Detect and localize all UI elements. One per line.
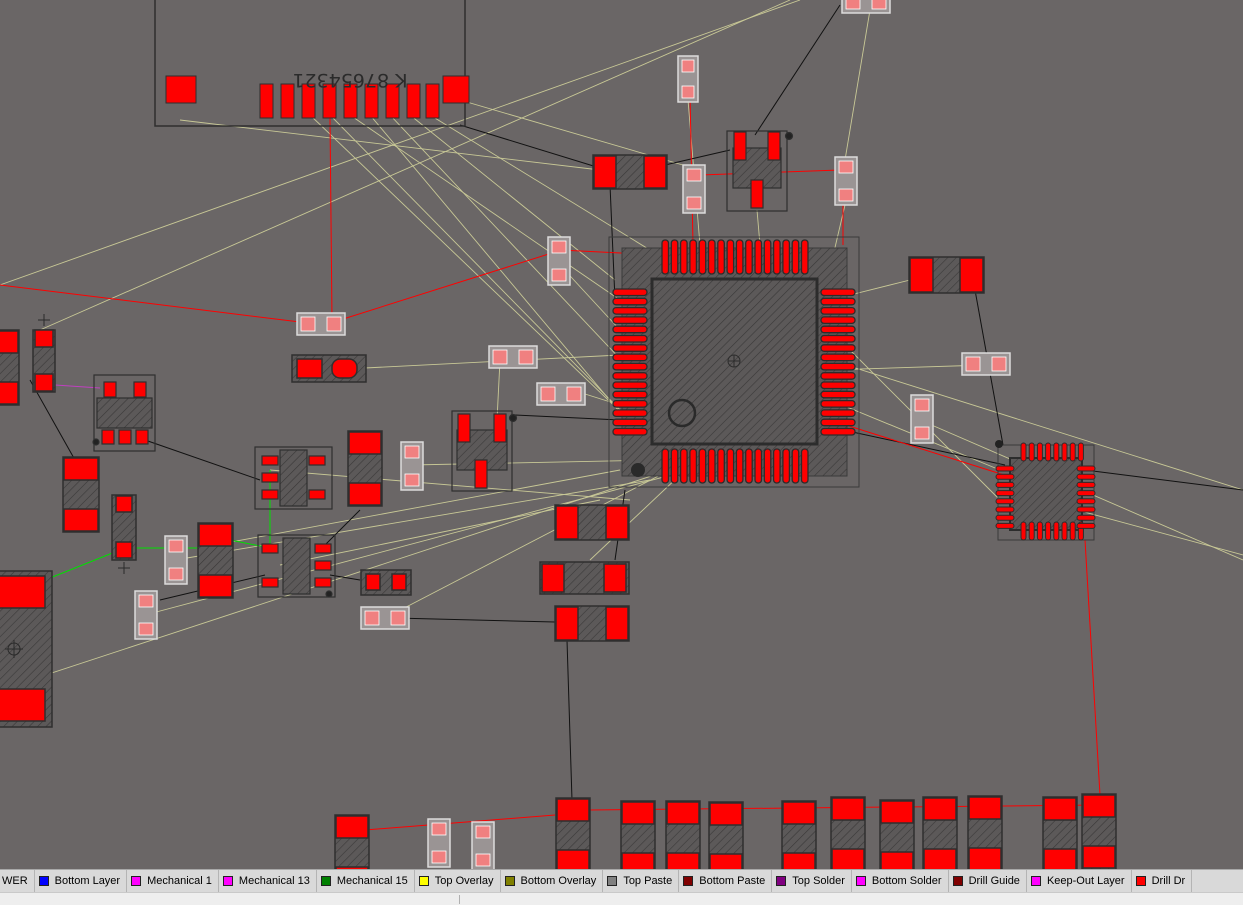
- layer-color-swatch: [776, 876, 787, 886]
- layer-tab-mechanical-13[interactable]: Mechanical 13: [219, 870, 317, 892]
- layer-tab-drill-dr[interactable]: Drill Dr: [1132, 870, 1193, 892]
- layer-tab-bottom-solder[interactable]: Bottom Solder: [852, 870, 949, 892]
- layer-tab-bottom-paste[interactable]: Bottom Paste: [679, 870, 773, 892]
- layer-tab-keep-out-layer[interactable]: Keep-Out Layer: [1027, 870, 1132, 892]
- mcu-qfp-footprint[interactable]: [608, 236, 860, 488]
- layer-tab-label: WER: [2, 875, 28, 887]
- layer-tab-bottom-layer[interactable]: Bottom Layer: [35, 870, 128, 892]
- layer-color-swatch: [1135, 876, 1146, 886]
- layer-tab-label: Mechanical 15: [336, 875, 408, 887]
- layer-color-swatch: [320, 876, 331, 886]
- layer-tab-bottom-overlay[interactable]: Bottom Overlay: [501, 870, 604, 892]
- layer-tab-label: Drill Guide: [968, 875, 1020, 887]
- ratsnest-lines: [0, 0, 1243, 691]
- qfn-footprint[interactable]: [995, 440, 1096, 541]
- layer-tab-mechanical-15[interactable]: Mechanical 15: [317, 870, 415, 892]
- origin-markers: [5, 314, 130, 658]
- layer-tab-drill-guide[interactable]: Drill Guide: [949, 870, 1027, 892]
- layer-color-swatch: [222, 876, 233, 886]
- sot-components[interactable]: [92, 130, 794, 598]
- layer-tab-wer[interactable]: WER: [0, 870, 35, 892]
- layer-tab-top-solder[interactable]: Top Solder: [772, 870, 852, 892]
- layer-tab-mechanical-1[interactable]: Mechanical 1: [127, 870, 219, 892]
- layer-tab-label: Drill Dr: [1151, 875, 1186, 887]
- layer-tab-top-paste[interactable]: Top Paste: [603, 870, 680, 892]
- layer-color-swatch: [683, 876, 694, 886]
- connector-footprint[interactable]: K 87654321: [154, 0, 470, 127]
- layer-tab-label: Bottom Layer: [54, 875, 121, 887]
- layer-color-swatch: [131, 876, 142, 886]
- layer-color-swatch: [1030, 876, 1041, 886]
- layer-tab-bar: WER Bottom Layer Mechanical 1 Mechanical 13…: [0, 869, 1243, 892]
- bottom-side-resistors[interactable]: [134, 0, 1011, 869]
- layer-tab-label: Bottom Paste: [699, 875, 766, 887]
- layer-tab-label: Keep-Out Layer: [1046, 875, 1125, 887]
- layer-tab-label: Mechanical 13: [238, 875, 310, 887]
- layer-tab-label: Bottom Overlay: [520, 875, 597, 887]
- layer-color-swatch: [607, 876, 618, 886]
- smd-components[interactable]: [0, 154, 1117, 869]
- layer-color-swatch: [855, 876, 866, 886]
- layer-tab-label: Top Solder: [792, 875, 845, 887]
- pcb-canvas[interactable]: K 87654321: [0, 0, 1243, 869]
- status-strip: [0, 892, 1243, 905]
- connector-pin-labels: K 87654321: [292, 69, 407, 91]
- layer-color-swatch: [952, 876, 963, 886]
- layer-color-swatch: [418, 876, 429, 886]
- layer-color-swatch: [504, 876, 515, 886]
- layer-tab-label: Bottom Solder: [871, 875, 942, 887]
- layer-color-swatch: [38, 876, 49, 886]
- layer-tab-top-overlay[interactable]: Top Overlay: [415, 870, 501, 892]
- layer-tab-label: Top Paste: [623, 875, 673, 887]
- layer-tab-label: Mechanical 1: [147, 875, 212, 887]
- layer-tab-label: Top Overlay: [434, 875, 494, 887]
